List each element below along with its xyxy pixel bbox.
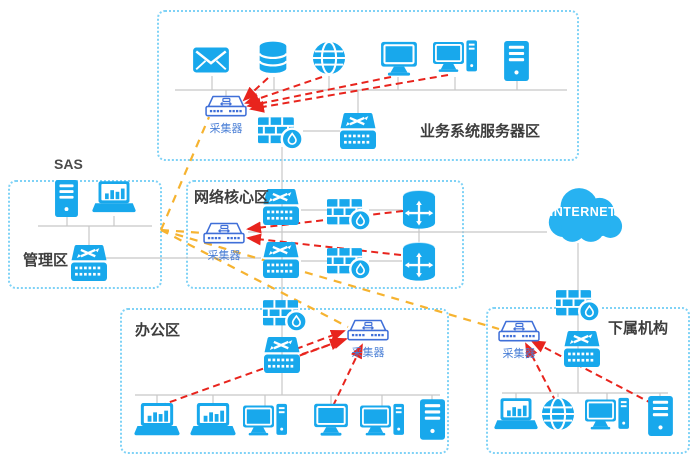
collector-icon: [496, 320, 542, 343]
zone-label-branch: 下属机构: [608, 320, 669, 337]
monitor-icon: [380, 41, 418, 76]
yellow-links: [159, 116, 500, 331]
router-icon: [401, 189, 437, 230]
zone-label-business: 业务系统服务器区: [420, 123, 541, 140]
collector-icon: [203, 95, 249, 118]
collector-icon: [201, 222, 247, 245]
database-icon: [258, 40, 288, 75]
zone-label-core: 网络核心区: [194, 189, 270, 206]
switch-icon: [338, 113, 378, 149]
collector-label: 采集器: [209, 123, 243, 135]
internet-label: INTERNET: [549, 205, 617, 219]
collector-label: 采集器: [502, 348, 536, 360]
zone-label-management: 管理区: [23, 252, 69, 269]
switch-icon: [562, 331, 602, 367]
management-server-icon: [54, 180, 79, 217]
analysis-laptop-icon: [134, 403, 180, 437]
switch-icon: [69, 245, 109, 281]
router-icon: [401, 241, 437, 282]
zone-label-office: 办公区: [135, 322, 181, 339]
workstation-icon: [243, 403, 287, 439]
analysis-laptop-icon: [92, 181, 136, 214]
workstation-icon: [360, 403, 404, 439]
zone-business-servers: [157, 10, 579, 161]
analysis-laptop-icon: [494, 398, 538, 431]
analysis-laptop-icon: [190, 403, 236, 437]
firewall-icon: [263, 296, 307, 332]
web-globe-icon: [312, 41, 346, 75]
mail-server-icon: [192, 46, 230, 74]
workstation-icon: [433, 40, 477, 75]
collector-label: 采集器: [207, 250, 241, 262]
zone-management: [8, 180, 162, 289]
monitor-icon: [312, 403, 350, 436]
zone-network-core: [186, 180, 464, 289]
workstation-icon: [585, 397, 629, 433]
firewall-icon: [327, 244, 371, 280]
firewall-icon: [556, 286, 600, 322]
web-globe-icon: [541, 397, 575, 431]
server-icon: [504, 41, 529, 81]
firewall-icon: [327, 195, 371, 231]
red-links: [158, 74, 654, 407]
firewall-icon: [258, 113, 303, 150]
collector-icon: [345, 319, 391, 342]
switch-icon: [261, 242, 301, 278]
zone-tag-sas: SAS: [54, 156, 83, 172]
collector-label: 采集器: [351, 347, 385, 359]
server-icon: [420, 399, 445, 440]
server-icon: [648, 396, 673, 436]
switch-icon: [262, 337, 302, 373]
